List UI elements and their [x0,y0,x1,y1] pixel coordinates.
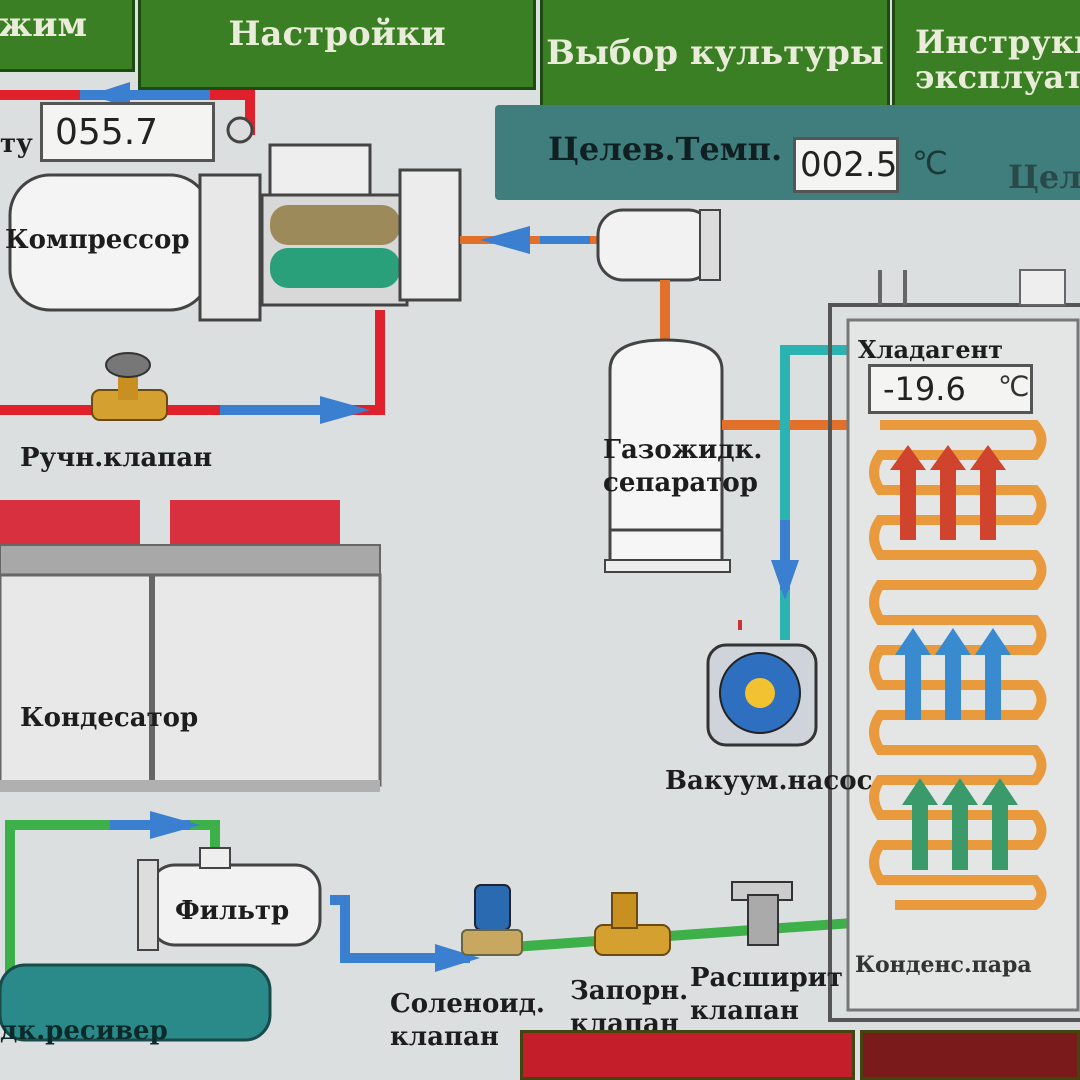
evaporator-coil [869,420,1047,910]
compressor-label: Компрессор [5,225,190,255]
expansion-valve-graphic [731,881,793,946]
solenoid-valve-graphic [461,884,523,956]
compressor-reading-value: 055.7 [40,102,215,162]
compressor-graphic [8,116,462,322]
airflow-arrows-red [890,445,1006,540]
pipe-liquid-line [5,811,220,980]
condenser-graphic [0,500,382,792]
nav-manual-line1: Инструкц [915,22,1080,61]
nav-mode-button[interactable]: жим [0,0,135,72]
compressor-reading-label: ту [0,129,33,159]
target-temp-label-2: Целе [1008,158,1080,196]
receiver-label: дк.ресивер [0,1016,168,1046]
expansion-valve-label: Расширит клапан [690,962,843,1027]
receiver-graphic [0,963,272,1042]
vacuum-pump-graphic [706,620,818,747]
airflow-arrows-blue [895,628,1011,720]
separator-label-line1: Газожидк. [603,435,763,465]
vacuum-pump-label: Вакуум.насос [665,766,873,796]
nav-crop-select-button[interactable]: Выбор культуры [540,0,890,113]
nav-manual-button[interactable]: Инструкц эксплуат [892,0,1080,125]
solenoid-label-line2: клапан [390,1021,499,1052]
separator-label-line2: сепаратор [603,467,758,498]
separator-graphic [596,208,731,573]
refrigerant-temp-unit: ℃ [998,370,1030,403]
bottom-button-2[interactable] [860,1030,1080,1080]
expansion-label-line1: Расширит [690,963,844,993]
pipe-valves-evaporator [469,915,896,955]
filter-label: Фильтр [175,896,290,926]
nav-manual-line2: эксплуат [915,58,1080,96]
stop-label-line1: Запорн. [570,976,689,1006]
airflow-arrows-green [902,778,1018,870]
refrigerant-temp-value: -19.6 [868,364,1033,414]
target-temp-label: Целев.Темп. [548,130,783,168]
top-nav-bar: жим Настройки Выбор культуры Инструкц эк… [0,0,1080,125]
target-temp-panel [495,105,1080,200]
manual-valve-label: Ручн.клапан [20,443,213,473]
bottom-button-1[interactable] [520,1030,855,1080]
pipe-filter-solenoid [330,895,480,972]
pipe-suction [460,226,600,254]
filter-graphic [137,847,322,951]
nav-settings-button[interactable]: Настройки [138,0,536,90]
target-temp-input[interactable]: 002.5 [793,137,899,193]
stop-valve-graphic [594,892,671,956]
separator-label: Газожидк. сепаратор [603,434,762,499]
target-temp-unit: ℃ [912,144,948,182]
manual-valve-graphic [91,352,168,421]
pipe-discharge-right [0,310,385,424]
solenoid-label-line1: Соленоид. [390,989,545,1019]
refrigerant-label: Хладагент [858,335,1004,364]
condenser-label: Кондесатор [20,703,199,733]
pipe-refrigerant [771,345,860,640]
expansion-label-line2: клапан [690,995,799,1026]
solenoid-valve-label: Соленоид. клапан [390,988,545,1053]
condensate-label: Конденс.пара [855,952,1032,978]
